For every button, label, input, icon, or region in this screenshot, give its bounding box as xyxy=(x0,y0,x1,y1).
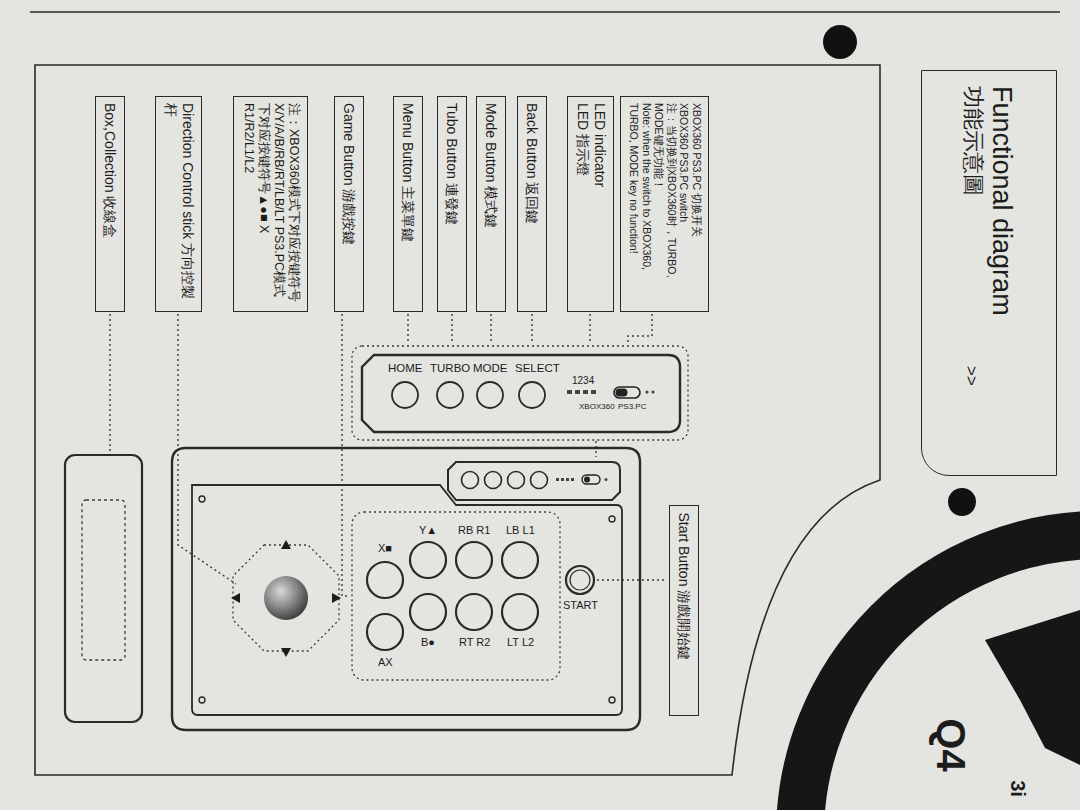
button-label: RB R1 xyxy=(458,525,490,537)
leader-lines xyxy=(110,314,667,596)
game-buttons xyxy=(367,542,538,650)
rotated-text-frame: LED indicatorLED 指示燈 xyxy=(574,103,608,305)
start-button-ring xyxy=(570,570,590,590)
rotated-text-frame: Direction Control stick 方向控製杆 xyxy=(162,103,196,305)
title-box: Functional diagram功能示意圖 >> xyxy=(921,70,1057,476)
game-callout: Game Button 游戲按鍵 xyxy=(334,96,364,312)
note-box: 注：XBOX360模式下对应按键符号X/Y/A/B/RB/RT/LB/LT PS… xyxy=(233,96,308,312)
mode-panel xyxy=(362,355,680,432)
top-panel xyxy=(448,462,620,500)
logo-text: 3i xyxy=(1007,780,1028,797)
cable-box-lid xyxy=(82,500,125,660)
button-group-outline xyxy=(352,512,560,680)
mode-switch-knob xyxy=(616,389,628,397)
callout-text: LED 指示燈 xyxy=(574,103,591,305)
start-callout: Start Button 游戲開始鍵 xyxy=(669,505,699,716)
callout-text: Box,Collection 收線盒 xyxy=(102,103,119,305)
button-label: AX xyxy=(378,657,393,669)
button-label: MODE xyxy=(473,362,508,374)
stick-gate xyxy=(233,545,339,651)
top-panel-switch-knob xyxy=(584,477,590,483)
led-callout: LED indicatorLED 指示燈 xyxy=(567,96,614,312)
button-label: TURBO xyxy=(430,362,470,374)
rotated-text-frame: Menu Button 主菜單鍵 xyxy=(400,103,417,305)
mode-callout: Mode Button 模式鍵 xyxy=(476,96,506,312)
cable-box-callout: Box,Collection 收線盒 xyxy=(95,96,125,312)
callout-text: 注：当切换到XBOX360时，TURBO、MODE键无功能！ xyxy=(652,103,677,305)
button-label: START xyxy=(563,600,598,612)
callout-text: Game Button 游戲按鍵 xyxy=(341,103,358,305)
button-label: Y▲ xyxy=(419,525,437,537)
callout-text: Tubo Button 連發鍵 xyxy=(444,103,461,305)
button-label: HOME xyxy=(388,362,423,374)
panel-buttons xyxy=(392,382,545,408)
button-label: LB L1 xyxy=(506,525,535,537)
direction-arrows xyxy=(231,540,341,657)
button-label: B● xyxy=(421,637,435,649)
callout-text: LED indicator xyxy=(591,103,608,305)
button-label: SELECT xyxy=(515,362,560,374)
logo-text: Q4 xyxy=(930,718,972,771)
led-dot xyxy=(605,478,608,481)
controller-body xyxy=(172,448,640,730)
callout-text: 功能示意圖 xyxy=(960,86,986,196)
callout-text: Back Button 返回鍵 xyxy=(524,103,541,305)
rotated-text-frame: Tubo Button 連發鍵 xyxy=(444,103,461,305)
top-panel-buttons xyxy=(462,472,548,489)
callout-text: 注：XBOX360模式下对应按键符号X/Y/A/B/RB/RT/LB/LT PS… xyxy=(241,103,301,305)
rotated-text-frame: Game Button 游戲按鍵 xyxy=(341,103,358,305)
rotated-text-frame: Start Button 游戲開始鍵 xyxy=(676,512,693,709)
rotated-text-frame: XBOX360 PS3.PC 切换开关XBOX360 PS3.PC switch… xyxy=(627,103,703,305)
rotated-text-frame: Back Button 返回鍵 xyxy=(524,103,541,305)
frame xyxy=(35,65,880,775)
top-panel-switch xyxy=(582,475,600,484)
callout-text: >> xyxy=(961,366,981,386)
rotated-text-frame: Functional diagram功能示意圖 >> xyxy=(960,86,1019,460)
logo-mark xyxy=(985,610,1080,765)
led-indicators xyxy=(567,390,596,394)
panel-outline xyxy=(352,346,688,440)
callout-text: Functional diagram xyxy=(986,86,1018,460)
cable-box xyxy=(65,455,142,722)
ink-dot xyxy=(823,25,857,59)
top-panel-leds xyxy=(556,478,574,481)
back-callout: Back Button 返回鍵 xyxy=(517,96,547,312)
switch-label: XBOX360 xyxy=(579,403,615,411)
stick-callout: Direction Control stick 方向控製杆 xyxy=(155,96,202,312)
card-edge xyxy=(30,11,1060,13)
brush-ring xyxy=(800,535,1080,810)
screws xyxy=(199,496,615,703)
callout-text: Direction Control stick 方向控製杆 xyxy=(162,103,196,305)
switch-callout: XBOX360 PS3.PC 切换开关XBOX360 PS3.PC switch… xyxy=(620,96,709,312)
button-label: LT L2 xyxy=(507,637,534,649)
start-button xyxy=(566,566,594,594)
rotated-text-frame: 注：XBOX360模式下对应按键符号X/Y/A/B/RB/RT/LB/LT PS… xyxy=(241,103,301,305)
callout-text: Note: when the switch to XBOX360, TURBO,… xyxy=(627,103,652,305)
led-dot xyxy=(651,390,654,393)
mode-switch xyxy=(614,387,640,398)
menu-callout: Menu Button 主菜單鍵 xyxy=(393,96,423,312)
callout-text: XBOX360 PS3.PC 切换开关 xyxy=(690,103,703,305)
turbo-callout: Tubo Button 連發鍵 xyxy=(437,96,467,312)
callout-text: Menu Button 主菜單鍵 xyxy=(400,103,417,305)
play-panel xyxy=(192,485,622,715)
button-label: RT R2 xyxy=(459,637,490,649)
rotated-text-frame: Mode Button 模式鍵 xyxy=(483,103,500,305)
button-label: X■ xyxy=(378,543,392,555)
switch-label: PS3.PC xyxy=(618,403,646,411)
callout-text: Start Button 游戲開始鍵 xyxy=(676,512,693,709)
led-numbers: 1234 xyxy=(572,376,594,387)
stick-ball xyxy=(264,576,308,620)
callout-text: Mode Button 模式鍵 xyxy=(483,103,500,305)
led-dot xyxy=(645,390,648,393)
callout-text: XBOX360 PS3.PC switch xyxy=(677,103,690,305)
rotated-text-frame: Box,Collection 收線盒 xyxy=(102,103,119,305)
ink-dot xyxy=(948,488,976,516)
